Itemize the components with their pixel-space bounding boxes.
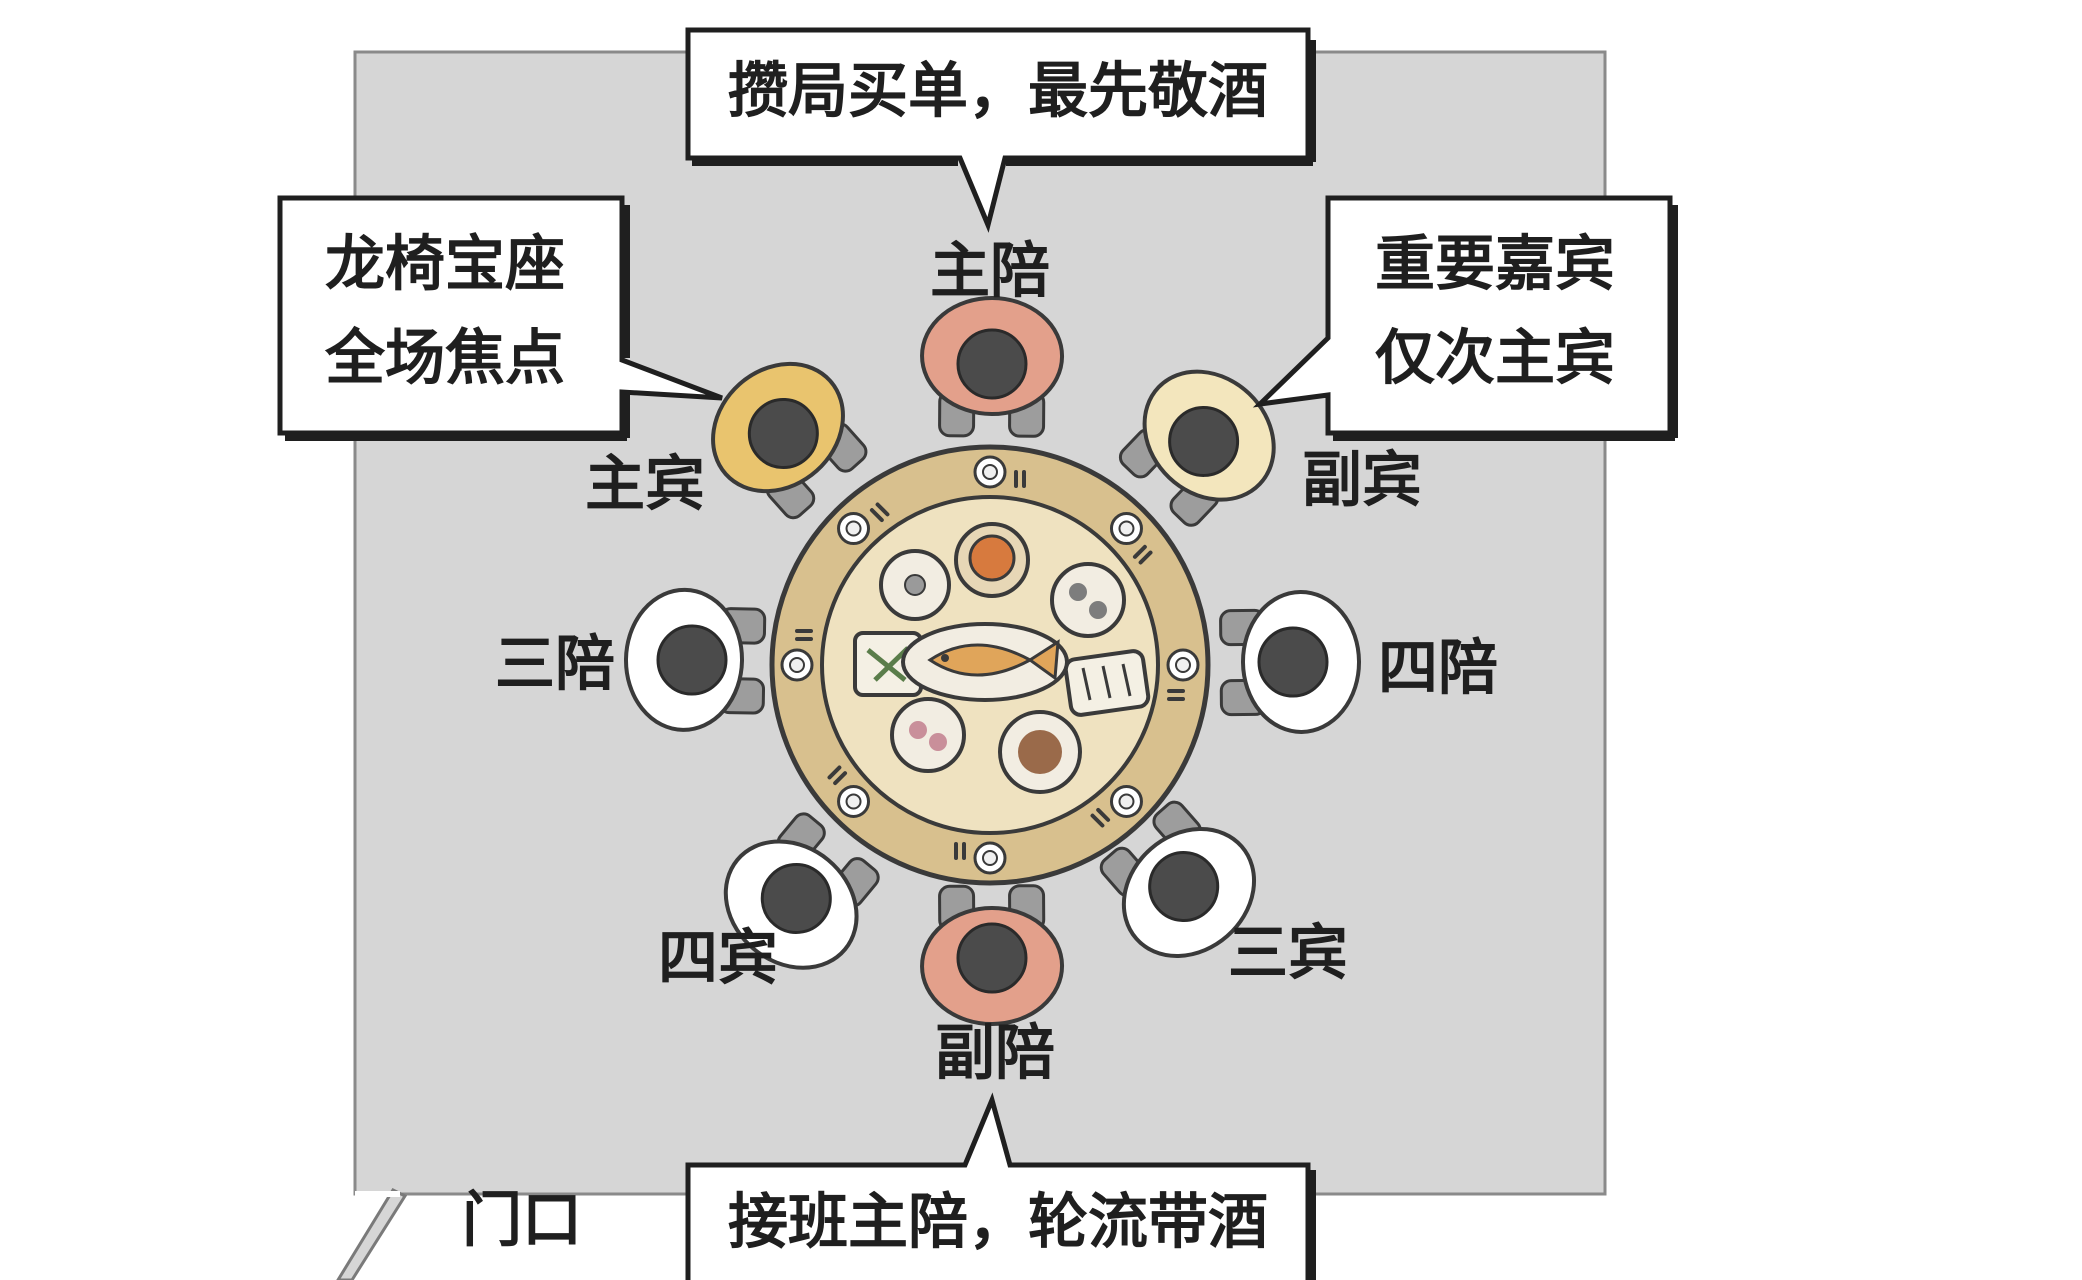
seat-label-san-pei: 三陪 [495,630,615,700]
seat-zhu-pei [920,295,1065,438]
seat-label-si-pei: 四陪 [1378,634,1498,704]
seat-si-pei [1219,589,1362,734]
place-setting [780,629,814,682]
seat-zhu-bin [711,361,868,520]
place-settings [780,455,1200,875]
door-label: 门口 [462,1186,582,1256]
seat-fu-pei [920,884,1065,1027]
seat-san-bin [1099,800,1257,958]
seat-label-san-bin: 三宾 [1228,919,1348,989]
dish-right-top [1050,562,1126,638]
seats [623,295,1362,1027]
place-setting [954,841,1007,875]
dishes [853,522,1151,794]
place-setting [837,502,890,546]
callout-bottom: 接班主陪，轮流带酒 [685,1092,1316,1280]
seat-label-si-bin: 四宾 [658,924,778,994]
seat-fu-bin [1118,369,1276,527]
callout-top-text: 攒局买单，最先敬酒 [728,57,1268,127]
callout-left-line2: 全场焦点 [324,324,565,394]
callout-right-line1: 重要嘉宾 [1375,230,1615,300]
place-setting [827,765,871,818]
callout-left-line1: 龙椅宝座 [325,230,565,300]
door [336,1188,408,1280]
seat-si-bin [723,812,880,970]
seat-label-zhu-bin: 主宾 [585,450,705,520]
callout-bottom-text: 接班主陪，轮流带酒 [728,1188,1268,1258]
callout-left: 龙椅宝座 全场焦点 [277,195,723,441]
callout-right-line2: 仅次主宾 [1375,324,1615,394]
place-setting [1109,512,1153,565]
seat-san-pei [623,587,767,732]
callout-right: 重要嘉宾 仅次主宾 [1252,195,1678,441]
seat-label-fu-pei: 副陪 [935,1019,1055,1089]
place-setting [1166,648,1200,701]
place-setting [1090,784,1143,828]
dish-left-bottom [890,697,966,773]
place-setting [973,455,1026,489]
seat-label-zhu-pei: 主陪 [930,237,1050,307]
seat-label-fu-bin: 副宾 [1302,446,1422,516]
callout-top: 攒局买单，最先敬酒 [685,27,1316,233]
